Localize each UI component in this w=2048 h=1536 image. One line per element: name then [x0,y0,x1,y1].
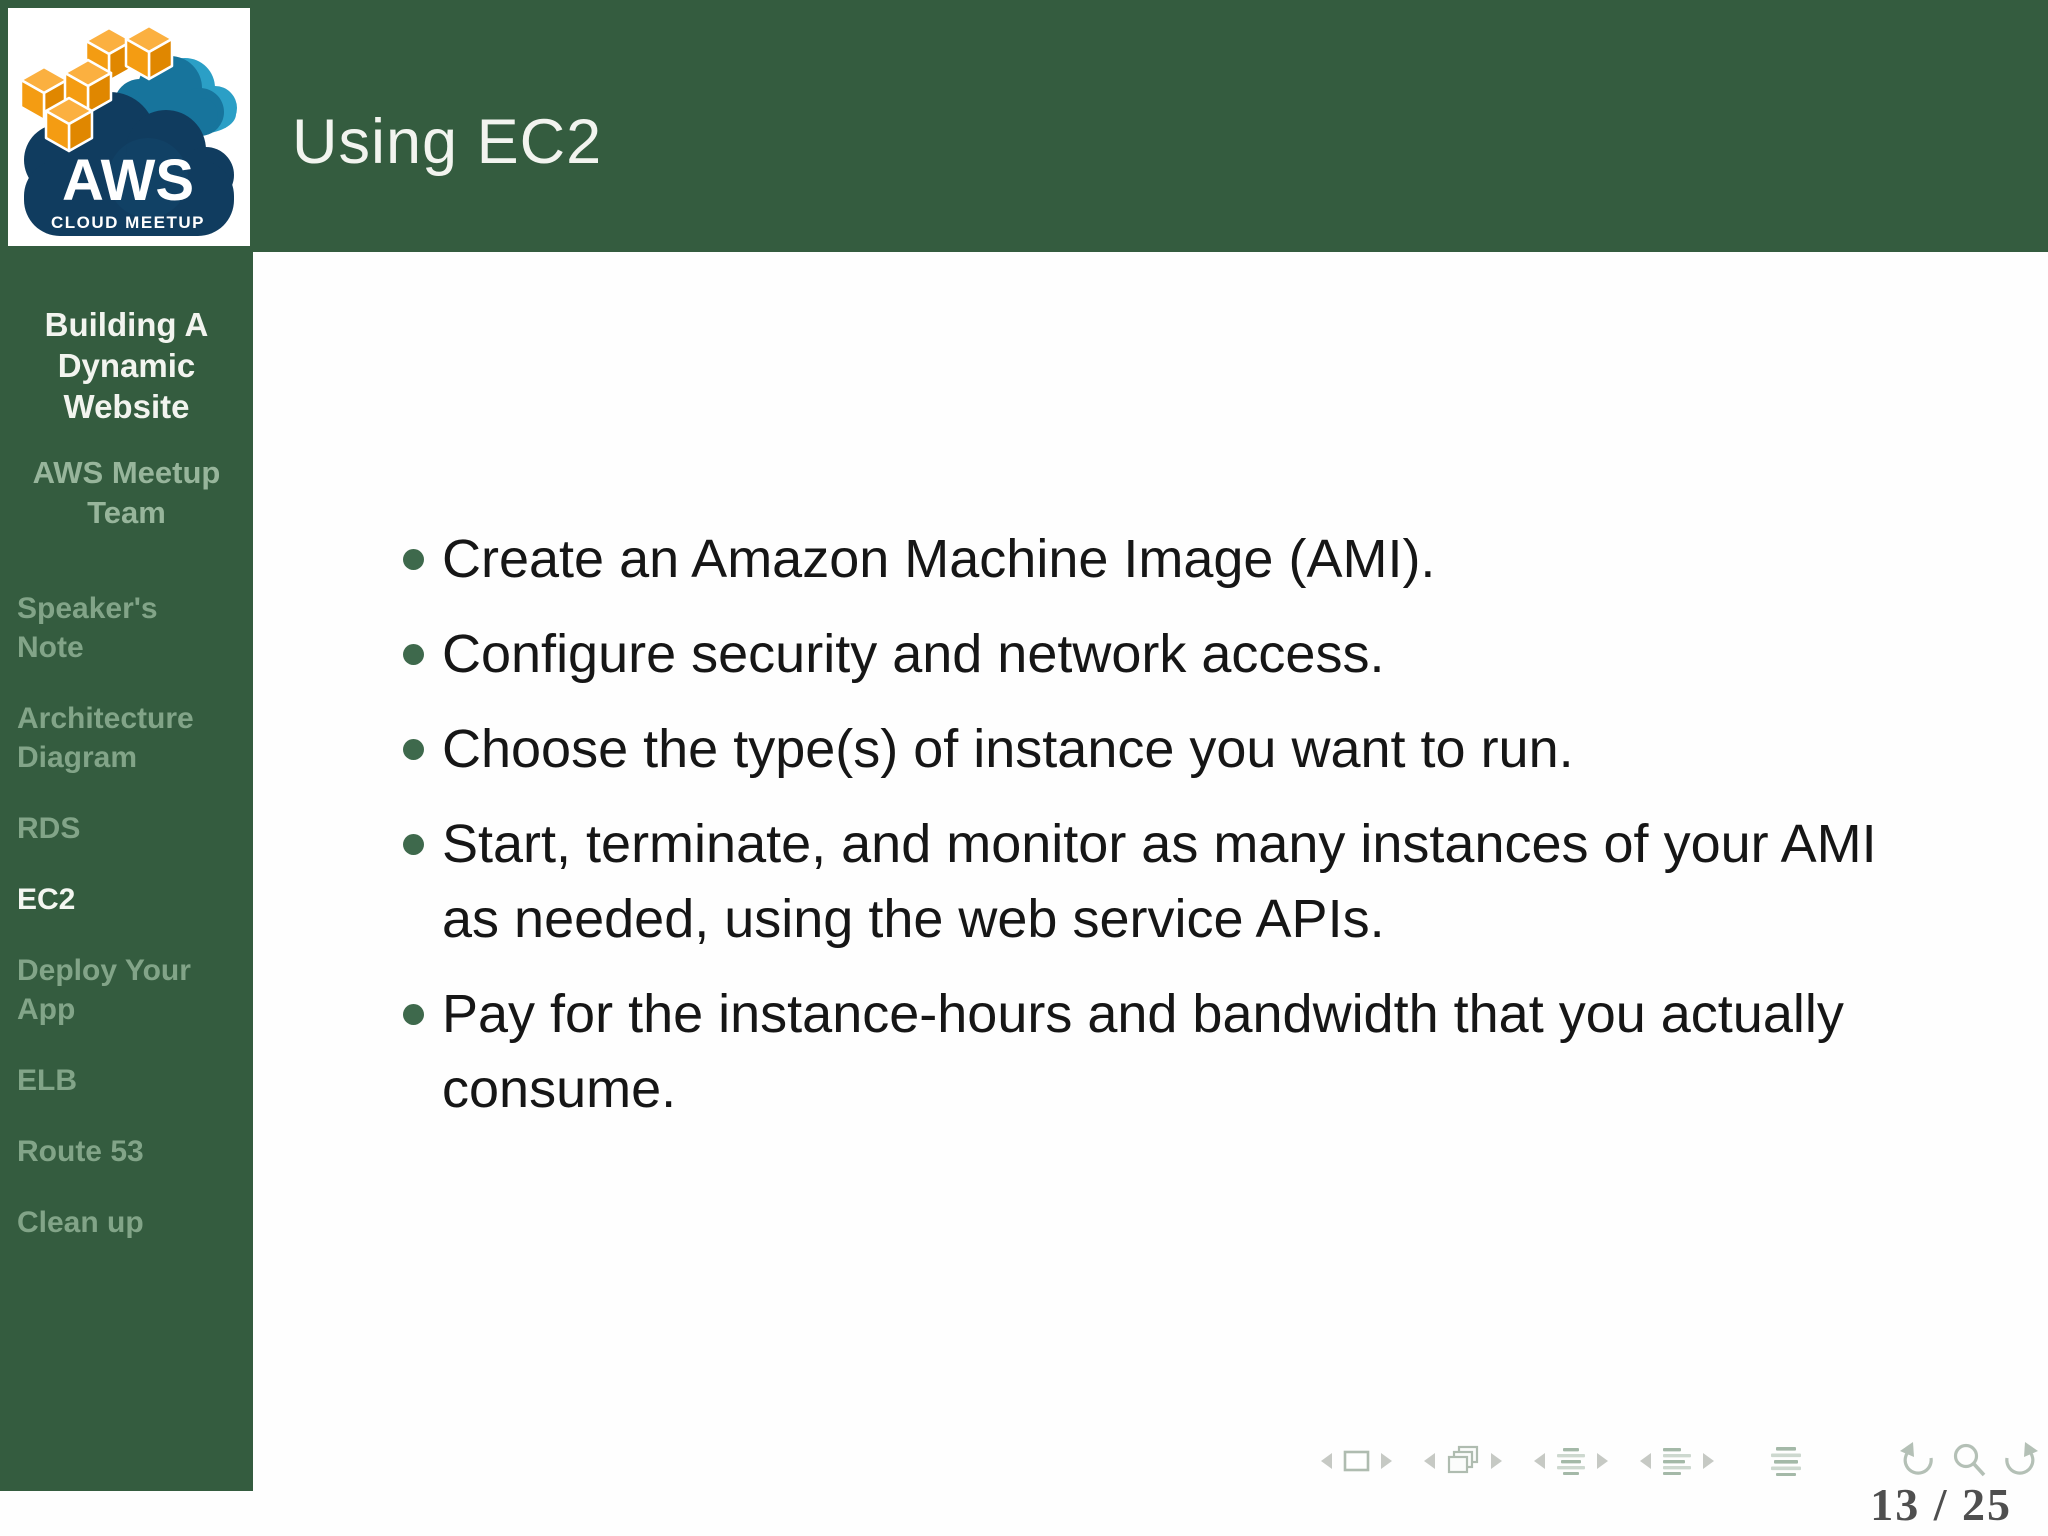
sidebar-toc: Speaker's Note Architecture Diagram RDS … [0,589,253,1242]
next-slide-icon[interactable] [1379,1451,1395,1471]
previous-slide-icon[interactable] [1318,1451,1334,1471]
sidebar-item-deploy-your-app[interactable]: Deploy Your App [17,954,191,1026]
nav-group-subsection [1531,1447,1611,1475]
bullet-icon [403,549,424,570]
page-title: Using EC2 [292,107,603,178]
frame-stack-icon[interactable] [1446,1445,1480,1477]
sidebar-item-rds[interactable]: RDS [17,812,81,845]
bullet-icon [403,1004,424,1025]
presentation-title: Building A Dynamic Website [44,306,209,425]
sidebar-item-speakers-note[interactable]: Speaker's Note [17,592,158,664]
bullet-text: Choose the type(s) of instance you want … [442,719,1574,779]
next-frame-icon[interactable] [1489,1451,1505,1471]
page-number: 13 / 25 [1870,1479,2012,1530]
next-subsection-icon[interactable] [1595,1451,1611,1471]
bullet-text: Pay for the instance-hours and bandwidth… [442,984,1844,1119]
logo-text-cloud-meetup: CLOUD MEETUP [51,213,205,232]
forward-icon[interactable] [2000,1441,2040,1481]
bullet-icon [403,644,424,665]
logo-text-aws: AWS [62,148,194,213]
sidebar-item-architecture-diagram[interactable]: Architecture Diagram [17,702,194,774]
bullet-text: Configure security and network access. [442,624,1385,684]
subsection-list-icon[interactable] [1556,1447,1586,1475]
sidebar-item-clean-up[interactable]: Clean up [17,1206,144,1239]
bullet-list: Create an Amazon Machine Image (AMI). Co… [403,522,1983,1147]
nav-group-frame [1421,1445,1505,1477]
nav-group-document [1769,1446,1801,1476]
bullet-icon [403,739,424,760]
beamer-navigation [1318,1438,2040,1484]
nav-group-tools [1898,1441,2040,1481]
section-list-icon[interactable] [1662,1447,1692,1475]
bullet-text: Create an Amazon Machine Image (AMI). [442,529,1436,589]
nav-group-slide [1318,1450,1395,1472]
aws-cubes-icon [19,24,174,153]
bullet-item: Create an Amazon Machine Image (AMI). [403,522,1983,597]
presentation-author: AWS Meetup Team [32,455,221,530]
previous-frame-icon[interactable] [1421,1451,1437,1471]
sidebar-item-elb[interactable]: ELB [17,1064,77,1097]
bullet-item: Choose the type(s) of instance you want … [403,712,1983,787]
sidebar-item-route-53[interactable]: Route 53 [17,1135,144,1168]
slide-header: AWS CLOUD MEETUP Using EC2 [0,0,2048,252]
bullet-item: Configure security and network access. [403,617,1983,692]
slide-icon[interactable] [1343,1450,1370,1472]
bullet-icon [403,834,424,855]
bullet-text: Start, terminate, and monitor as many in… [442,814,1877,949]
previous-section-icon[interactable] [1637,1451,1653,1471]
slide-body: Create an Amazon Machine Image (AMI). Co… [253,252,2048,1491]
bullet-item: Pay for the instance-hours and bandwidth… [403,977,1983,1127]
search-icon[interactable] [1950,1441,1988,1481]
bullet-item: Start, terminate, and monitor as many in… [403,807,1983,957]
back-icon[interactable] [1898,1441,1938,1481]
document-outline-icon[interactable] [1769,1446,1801,1476]
sidebar: Building A Dynamic Website AWS Meetup Te… [0,252,253,1491]
logo: AWS CLOUD MEETUP [8,8,250,246]
aws-cloud-meetup-logo: AWS CLOUD MEETUP [19,24,237,236]
next-section-icon[interactable] [1701,1451,1717,1471]
sidebar-item-ec2[interactable]: EC2 [17,883,76,916]
nav-group-section [1637,1447,1717,1475]
previous-subsection-icon[interactable] [1531,1451,1547,1471]
